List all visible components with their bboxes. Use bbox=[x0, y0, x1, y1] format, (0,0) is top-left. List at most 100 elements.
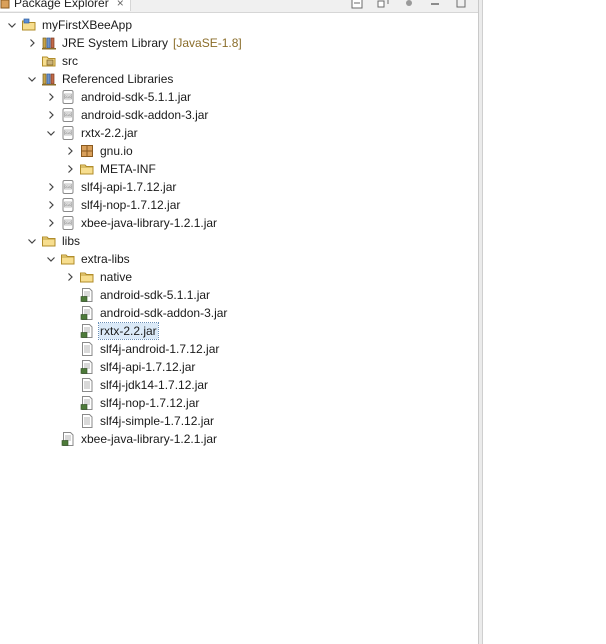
tree-item-label: slf4j-api-1.7.12.jar bbox=[100, 360, 196, 374]
tree-item-jar-file[interactable]: slf4j-nop-1.7.12.jar bbox=[0, 394, 478, 412]
tree-item-file[interactable]: slf4j-jdk14-1.7.12.jar bbox=[0, 376, 478, 394]
link-with-editor-button[interactable] bbox=[376, 0, 390, 10]
tree-item-jar[interactable]: android-sdk-addon-3.jar bbox=[0, 106, 478, 124]
tree-item-jar-file[interactable]: android-sdk-5.1.1.jar bbox=[0, 286, 478, 304]
tree-item-label: myFirstXBeeApp bbox=[42, 18, 133, 32]
jar-icon bbox=[60, 107, 76, 123]
chevron-down-icon[interactable] bbox=[6, 19, 18, 31]
tree-item-label: libs bbox=[62, 234, 81, 248]
tree-item-jar[interactable]: slf4j-nop-1.7.12.jar bbox=[0, 196, 478, 214]
jar-file-icon bbox=[79, 323, 95, 339]
jar-icon bbox=[60, 89, 76, 105]
expander-placeholder bbox=[64, 415, 76, 427]
chevron-right-icon[interactable] bbox=[64, 271, 76, 283]
tree-item-label: rxtx-2.2.jar bbox=[98, 322, 159, 340]
tree-item-referenced-libraries[interactable]: Referenced Libraries bbox=[0, 70, 478, 88]
folder-icon bbox=[41, 233, 57, 249]
expander-placeholder bbox=[64, 289, 76, 301]
minimize-button[interactable] bbox=[428, 0, 442, 10]
package-icon bbox=[79, 143, 95, 159]
tree-item-label: META-INF bbox=[100, 162, 156, 176]
maximize-button[interactable] bbox=[454, 0, 468, 10]
folder-icon bbox=[79, 269, 95, 285]
jar-icon bbox=[60, 215, 76, 231]
tree-item-label: xbee-java-library-1.2.1.jar bbox=[81, 432, 218, 446]
jar-file-icon bbox=[79, 305, 95, 321]
tree-item-jar-file[interactable]: xbee-java-library-1.2.1.jar bbox=[0, 430, 478, 448]
tree-item-libs[interactable]: libs bbox=[0, 232, 478, 250]
tree-item-label: slf4j-nop-1.7.12.jar bbox=[100, 396, 200, 410]
tree-item-label: rxtx-2.2.jar bbox=[81, 126, 138, 140]
tree-item-jar-file-selected[interactable]: rxtx-2.2.jar bbox=[0, 322, 478, 340]
tree-item-label: Referenced Libraries bbox=[62, 72, 174, 86]
expander-placeholder bbox=[64, 343, 76, 355]
view-toolbar bbox=[350, 0, 468, 10]
tree-item-native[interactable]: native bbox=[0, 268, 478, 286]
chevron-down-icon[interactable] bbox=[26, 235, 38, 247]
jar-file-icon bbox=[79, 395, 95, 411]
jar-icon bbox=[60, 179, 76, 195]
tree-item-jar[interactable]: slf4j-api-1.7.12.jar bbox=[0, 178, 478, 196]
library-icon bbox=[41, 71, 57, 87]
package-explorer-view: Package Explorer × bbox=[0, 0, 479, 644]
tree-item-jre[interactable]: JRE System Library [JavaSE-1.8] bbox=[0, 34, 478, 52]
tree-item-extra-libs[interactable]: extra-libs bbox=[0, 250, 478, 268]
tree-item-folder[interactable]: META-INF bbox=[0, 160, 478, 178]
chevron-down-icon[interactable] bbox=[45, 253, 57, 265]
file-icon bbox=[79, 377, 95, 393]
jar-file-icon bbox=[79, 359, 95, 375]
tree-item-file[interactable]: slf4j-android-1.7.12.jar bbox=[0, 340, 478, 358]
tree-item-jar[interactable]: android-sdk-5.1.1.jar bbox=[0, 88, 478, 106]
tree-item-label: src bbox=[62, 54, 78, 68]
tree-item-jar[interactable]: rxtx-2.2.jar bbox=[0, 124, 478, 142]
tree-item-label: android-sdk-addon-3.jar bbox=[81, 108, 209, 122]
expander-placeholder bbox=[64, 361, 76, 373]
tree-item-file[interactable]: slf4j-simple-1.7.12.jar bbox=[0, 412, 478, 430]
expander-placeholder bbox=[45, 433, 57, 445]
tree-item-label: JRE System Library bbox=[62, 36, 169, 50]
project-tree: myFirstXBeeApp JRE System Library [JavaS… bbox=[0, 16, 478, 448]
tree-item-label: native bbox=[100, 270, 133, 284]
chevron-right-icon[interactable] bbox=[45, 199, 57, 211]
expander-placeholder bbox=[64, 379, 76, 391]
tree-item-project[interactable]: myFirstXBeeApp bbox=[0, 16, 478, 34]
tree-item-jar[interactable]: xbee-java-library-1.2.1.jar bbox=[0, 214, 478, 232]
close-icon[interactable]: × bbox=[116, 0, 124, 10]
chevron-down-icon[interactable] bbox=[45, 127, 57, 139]
chevron-right-icon[interactable] bbox=[45, 109, 57, 121]
view-sash[interactable] bbox=[479, 0, 483, 644]
collapse-all-button[interactable] bbox=[350, 0, 364, 10]
chevron-right-icon[interactable] bbox=[45, 181, 57, 193]
chevron-right-icon[interactable] bbox=[26, 37, 38, 49]
tree-item-src[interactable]: src bbox=[0, 52, 478, 70]
tree-item-label: slf4j-simple-1.7.12.jar bbox=[100, 414, 215, 428]
jar-icon bbox=[60, 197, 76, 213]
package-explorer-icon bbox=[0, 0, 10, 9]
tree-item-label: slf4j-nop-1.7.12.jar bbox=[81, 198, 181, 212]
chevron-right-icon[interactable] bbox=[64, 145, 76, 157]
jar-file-icon bbox=[79, 287, 95, 303]
expander-placeholder bbox=[64, 397, 76, 409]
tree-item-label: android-sdk-5.1.1.jar bbox=[100, 288, 211, 302]
tree-item-label: extra-libs bbox=[81, 252, 130, 266]
file-icon bbox=[79, 341, 95, 357]
file-icon bbox=[79, 413, 95, 429]
source-folder-icon bbox=[41, 53, 57, 69]
tab-title: Package Explorer bbox=[14, 0, 109, 10]
chevron-right-icon[interactable] bbox=[45, 91, 57, 103]
library-icon bbox=[41, 35, 57, 51]
tree-item-package[interactable]: gnu.io bbox=[0, 142, 478, 160]
tab-package-explorer[interactable]: Package Explorer × bbox=[0, 0, 131, 11]
chevron-right-icon[interactable] bbox=[64, 163, 76, 175]
chevron-right-icon[interactable] bbox=[45, 217, 57, 229]
view-tab-bar: Package Explorer × bbox=[0, 0, 478, 13]
tree-item-label: xbee-java-library-1.2.1.jar bbox=[81, 216, 218, 230]
tree-item-jar-file[interactable]: slf4j-api-1.7.12.jar bbox=[0, 358, 478, 376]
expander-placeholder bbox=[64, 325, 76, 337]
tree-item-jar-file[interactable]: android-sdk-addon-3.jar bbox=[0, 304, 478, 322]
tree-item-label: gnu.io bbox=[100, 144, 133, 158]
jar-file-icon bbox=[60, 431, 76, 447]
view-menu-button[interactable] bbox=[402, 0, 416, 10]
chevron-down-icon[interactable] bbox=[26, 73, 38, 85]
